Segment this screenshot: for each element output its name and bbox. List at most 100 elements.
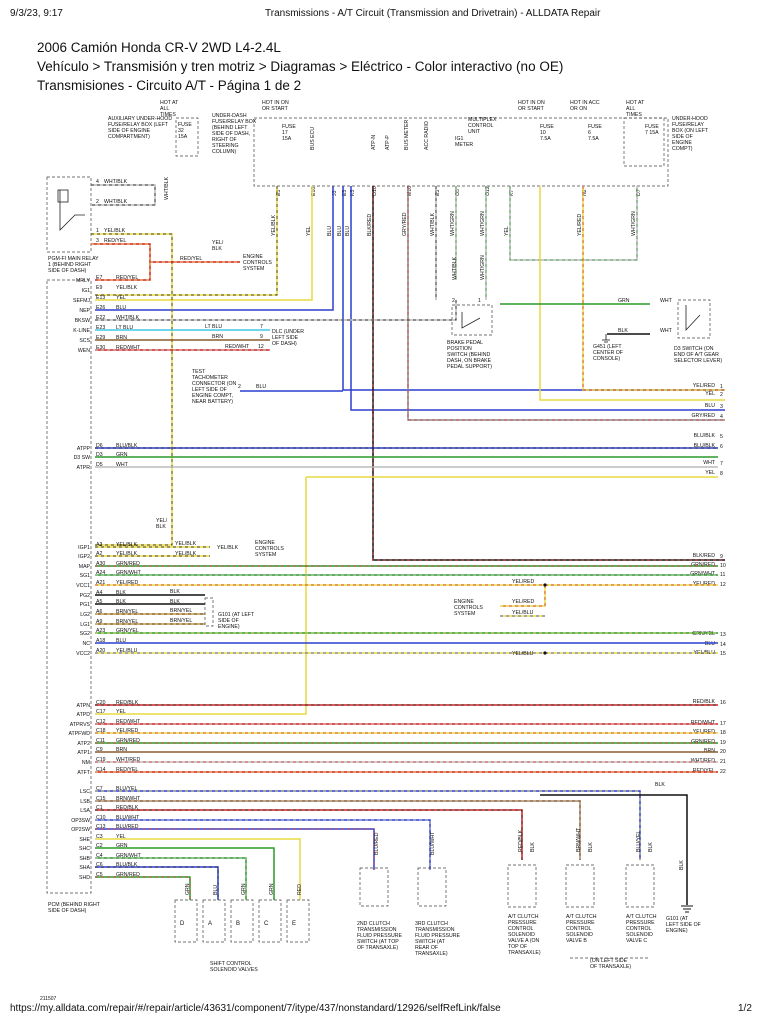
wire-relay-wht-stripe [91,184,156,206]
g451-label: CONSOLE) [593,356,620,362]
pcm-pin-wire: GRN/WHT [116,853,142,859]
brake-pin-1: 1 [478,298,481,304]
pcm-pin-name: IGP1 [78,545,90,551]
ref-number: 3 [720,404,723,410]
test-tach-label: CONNECTOR (ON [192,381,237,387]
clutch3-switch [417,867,447,907]
pressure-valve-wire: BRN/WHT [576,827,582,852]
pgm-relay-label: SIDE OF DASH) [48,268,87,274]
vehicle-title: 2006 Camión Honda CR-V 2WD L4-2.4L [37,40,281,55]
vcc1-yel-red: YEL/RED [512,579,534,585]
clutch2-label: TRANSMISSION [357,927,397,933]
pressure-valve-label: CONTROL [508,926,533,932]
left-side-transaxle-label: OF TRANSAXLE) [590,964,631,970]
fuse17-label: FUSE [282,124,296,130]
top-wire-label: YEL/BLK [271,214,277,236]
ref-wire-label: GRY/RED [691,413,715,419]
pressure-valve-label: PRESSURE [566,920,595,926]
breadcrumb[interactable]: Vehículo > Transmisión y tren motriz > D… [37,59,564,74]
underhood-box-label: UNDER-HOOD [672,116,708,122]
d3-switch-label: END OF A/T GEAR [674,352,719,358]
pcm-pin-name: LSB [80,799,90,805]
hot-on-start-2-label: HOT IN ON [518,100,545,106]
engine-controls-3-label: CONTROLS [454,605,483,611]
valve-letter: D [180,921,185,927]
ref-number: 7 [720,461,723,467]
pg2-blk: BLK [170,589,180,595]
pcm-pin-name: K-LINE [73,328,90,334]
figure-id: 211507 [40,996,57,1002]
hot-at-all-times-label: TIMES [160,112,176,118]
fuse32-box [175,117,199,157]
shift-valves-label: SHIFT CONTROL [210,961,252,967]
pcm-pin-wire: BLU/RED [116,824,139,830]
yel-blk-label: BLK [212,246,222,252]
pcm-pin-wire: GRN/RED [116,738,140,744]
engine-controls-label: CONTROLS [243,260,272,266]
pcm-pin-wire: WHT/BLK [116,315,140,321]
pressure-valve-blk: BLK [648,842,654,852]
engine-controls-2-label: CONTROLS [255,546,284,552]
relay-pin-1: 1 [96,228,99,234]
pcm-pin-number: A20 [96,648,105,654]
clutch3-label: TRANSAXLE) [415,951,448,957]
pcm-pin-name: NEP [79,308,90,314]
ig1-meter-label: IG1 [455,136,463,142]
dlc-pin-9: 9 [260,334,263,340]
engine-controls-label: SYSTEM [243,266,264,272]
yel-blk-vertical-label: YEL/ [156,518,168,524]
relay-pin-4: 4 [96,179,99,185]
pcm-pin-wire: YEL/RED [116,728,138,734]
page-title: Transmisiones - Circuito A/T - Página 1 … [37,78,302,93]
tach-wire-blu: BLU [256,384,266,390]
under-dash-box-label: STEERING [212,143,239,149]
page-url[interactable]: https://my.alldata.com/repair/#/repair/a… [10,1003,501,1014]
wire-bksw-stripe [95,300,457,321]
hot-acc-label: HOT IN ACC [570,100,600,106]
pcm-pin-number: C13 [96,824,106,830]
wire-ecs-red-stripe [500,585,546,607]
fuse6-label: FUSE [588,124,602,130]
ref-number: 4 [720,414,723,420]
igp-yel-blk-2: YEL/BLK [175,551,197,557]
ig1-meter-label: METER [455,142,473,148]
pcm-pin-name: SHC [79,846,90,852]
pcm-pin-number: C14 [96,767,106,773]
ref-wire-label: WHT [703,460,716,466]
pcm-pin-name: ATPP [77,446,91,452]
vcc2-yel-blu: YEL/BLU [512,651,534,657]
left-side-transaxle-label: (ON LEFT SIDE [590,958,628,964]
ref-wire-label: YEL/RED [693,729,715,735]
wire-e13 [95,186,313,301]
red-wht-label: RED/WHT [225,344,250,350]
pcm-pin-wire: BRN [116,335,127,341]
pcm-pin-number: E22 [96,315,105,321]
pcm-pin-number: C15 [96,796,106,802]
wire-wht-grn-loop [509,186,638,261]
wire-shb-stripe [95,857,247,900]
pcm-pin-wire: BLU/BLK [116,443,138,449]
pcm-pin-wire: BLK [116,590,126,596]
pcm-pin-wire: RED/BLK [116,805,139,811]
ref-number: 12 [720,582,726,588]
underhood-box-label: ENGINE [672,140,692,146]
pcm-pin-wire: YEL [116,834,126,840]
wire-ref9 [372,186,725,561]
hot-at-all-times-2-label: HOT AT [626,100,645,106]
pcm-pin-number: C17 [96,709,106,715]
pcm-pin-wire: WHT [116,462,129,468]
pcm-pin-wire: RED/WHT [116,345,141,351]
pcm-pin-name: ATPR [77,465,91,471]
hot-at-all-times-label: ALL [160,106,169,112]
under-dash-box-label: UNDER-DASH [212,113,247,119]
ref-number: 2 [720,392,723,398]
pcm-pin-name: SHB [79,856,90,862]
multiplex-label: UNIT [468,129,481,135]
hot-acc-label: OR ON [570,106,587,112]
bus-meter-label: BUS METER [404,119,410,150]
hot-at-all-times-2-label: TIMES [626,112,642,118]
pcm-pin-wire: RED/YEL [116,275,138,281]
lg2-brn-yel: BRN/YEL [170,608,192,614]
wire-blk-ground [540,794,688,905]
